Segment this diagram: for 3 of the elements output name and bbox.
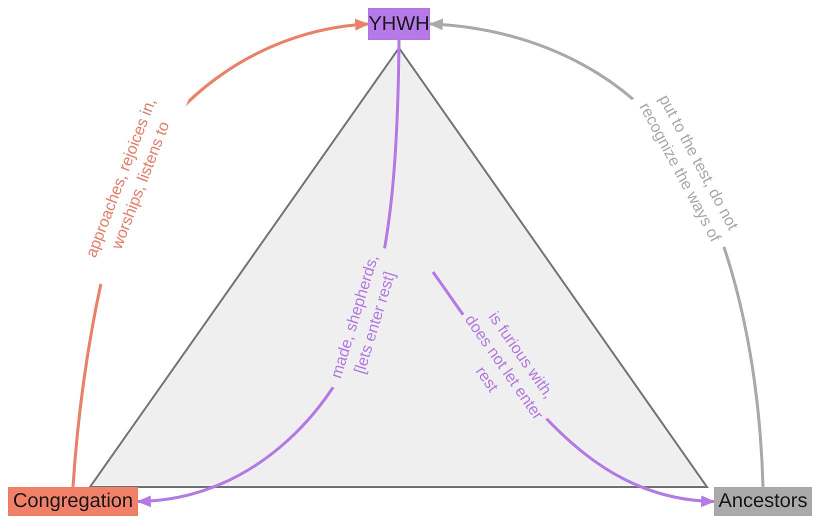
label-box: Congregation [8,487,138,516]
label-box: YHWH [368,8,430,40]
label-box: Ancestors [714,487,812,516]
